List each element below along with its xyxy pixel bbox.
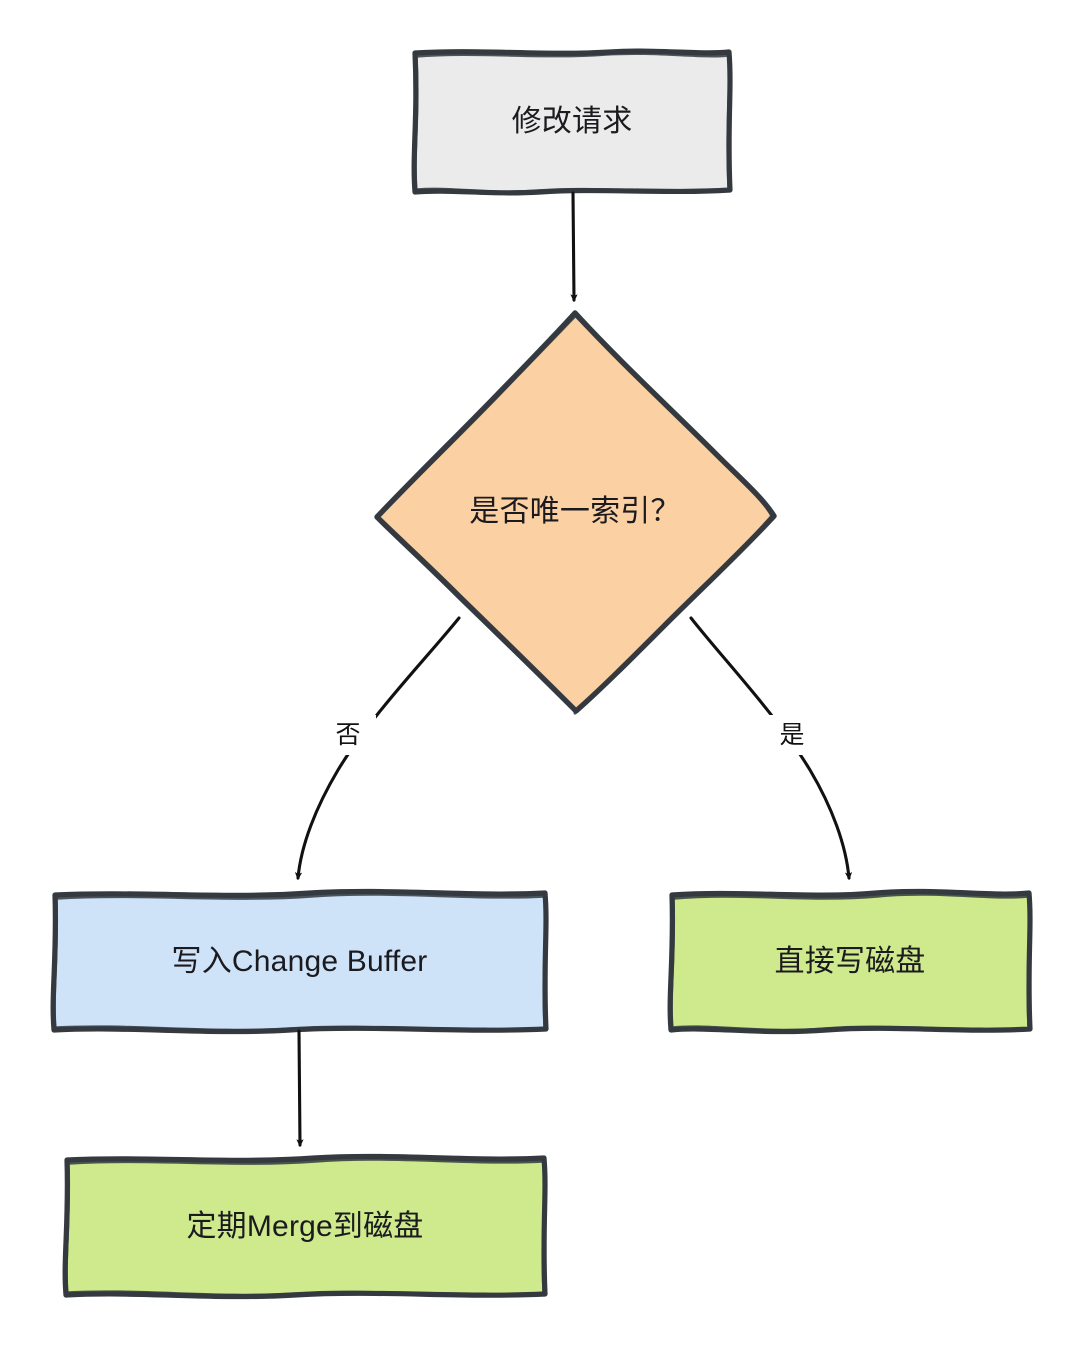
- node-start-shape: [411, 48, 733, 196]
- edge-changebuffer-to-merge: [296, 1029, 304, 1148]
- node-direct-disk-shape-overstroke: [669, 892, 1032, 1033]
- node-change-buffer-shape: [50, 888, 549, 1035]
- node-change-buffer[interactable]: [50, 888, 549, 1035]
- edge-decision-to-changebuffer: [294, 616, 461, 881]
- edge-decision-to-directdisk: [689, 616, 853, 881]
- node-decision[interactable]: [374, 310, 777, 715]
- edge-start-to-decision: [570, 191, 578, 303]
- node-decision-shape: [374, 310, 777, 714]
- node-merge-disk-shape: [62, 1153, 548, 1300]
- node-direct-disk[interactable]: [667, 888, 1033, 1035]
- node-start[interactable]: [411, 48, 733, 196]
- node-direct-disk-shape: [667, 888, 1033, 1035]
- node-change-buffer-shape-overstroke: [52, 892, 548, 1033]
- node-merge-disk-shape-overstroke: [64, 1157, 547, 1298]
- node-decision-shape-overstroke: [375, 313, 775, 715]
- node-merge-disk[interactable]: [62, 1153, 548, 1300]
- node-start-shape-overstroke: [413, 51, 732, 194]
